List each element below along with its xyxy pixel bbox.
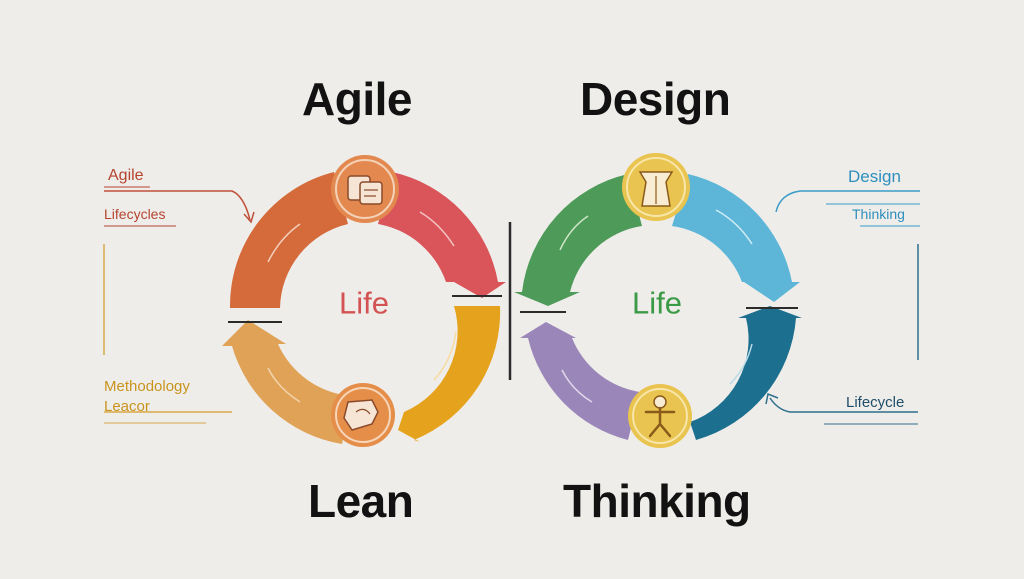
left-connector-arrow [104,190,251,221]
right-label-design: Design [848,167,901,186]
title-thinking: Thinking [563,475,751,527]
figures-icon [622,153,690,221]
agile-cycle-arc-upper-right [378,172,506,298]
design-inner-arrow [559,215,589,251]
agile-inner-arrow [433,331,457,381]
left-label-methodology: Methodology [104,378,190,395]
agile-inner-arrow [267,223,301,263]
left-label-leacor: Leacor [104,398,150,415]
agile-cycle-arc-lower-left [222,320,352,444]
right-connector-arrow [775,190,920,213]
agile-cycle-center-label: Life [339,285,389,321]
left-arrowhead [243,211,255,224]
design-inner-arrow [561,369,593,403]
design-inner-arrow [715,209,753,245]
design-cycle-arc-upper-left [514,174,642,306]
right-label-lifecycle: Lifecycle [846,394,905,411]
design-cycle-center-label: Life [632,285,682,321]
title-lean: Lean [308,475,414,527]
right-label-thinking: Thinking [852,206,905,222]
agile-cycle-arc-upper-left [229,172,348,308]
agile-inner-arrow [419,211,455,247]
agile-inner-arrow [267,367,301,403]
left-label-lifecycles: Lifecycles [104,206,166,222]
puzzle-icon [331,383,395,447]
agile-cycle-arc-lower-right [398,306,501,442]
design-inner-arrow [729,343,753,385]
documents-icon [331,155,399,223]
title-design: Design [580,73,731,125]
design-cycle-arc-lower-right [690,306,802,440]
right-arrowhead [765,392,779,405]
design-cycle-arc-lower-left [520,322,640,440]
left-label-agile: Agile [108,167,144,184]
title-agile: Agile [302,73,412,125]
design-cycle-arc-upper-right [672,174,800,302]
right-connector-arrow [769,397,918,413]
person-icon [628,384,692,448]
